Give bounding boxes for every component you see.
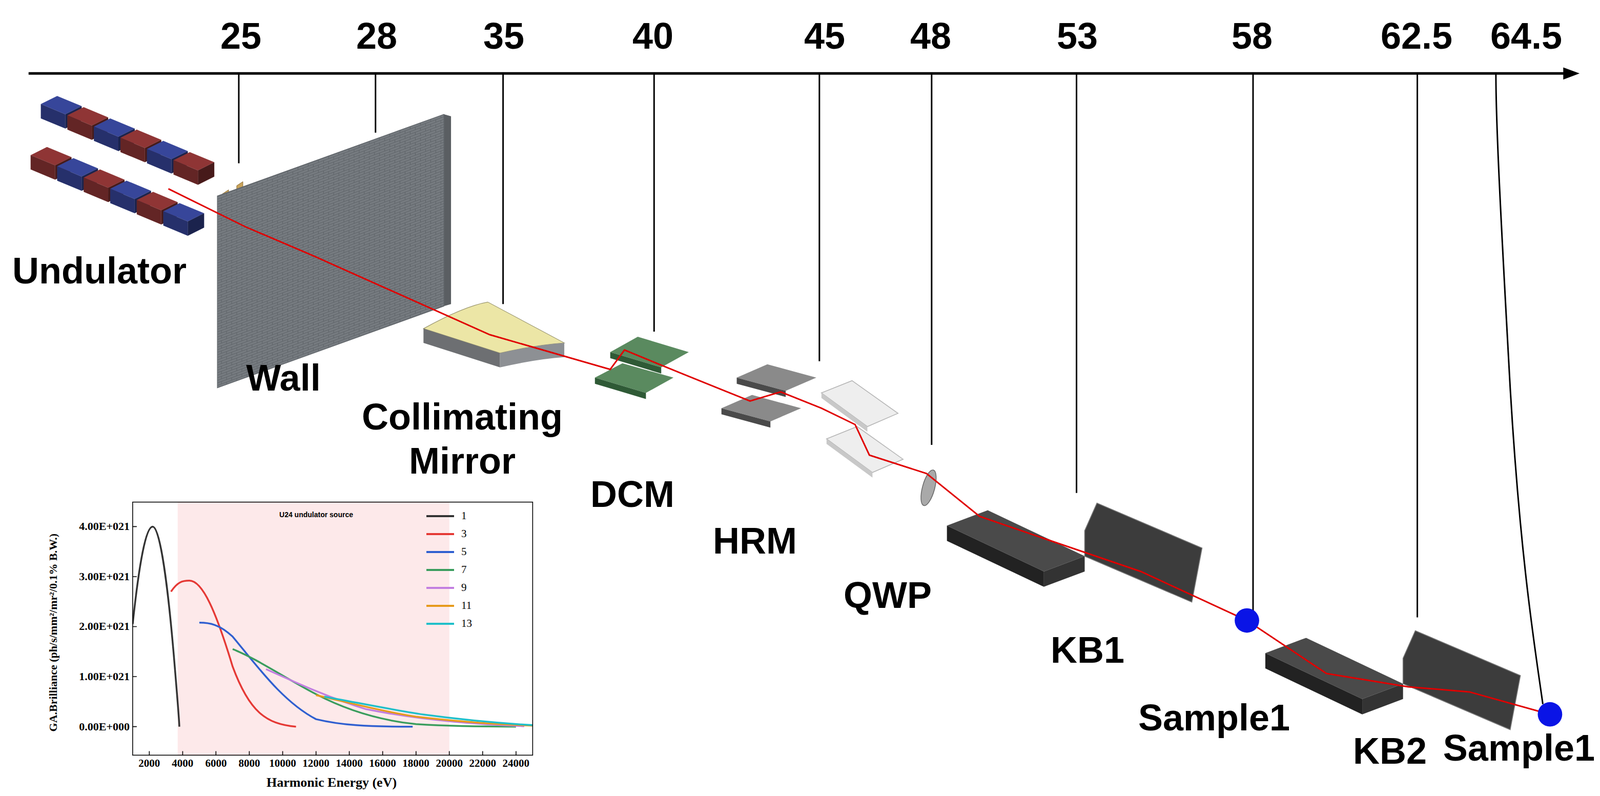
axis-tick-label: 0.00E+000	[78, 720, 130, 734]
legend-text: 13	[461, 617, 473, 630]
component-label: Wall	[245, 355, 321, 400]
legend-text: 9	[461, 581, 467, 594]
axis-tick-label: 2.00E+021	[78, 619, 130, 633]
axis-tick-label: 3.00E+021	[78, 569, 130, 584]
axis-position-number: 28	[356, 13, 398, 58]
legend-swatch	[426, 515, 455, 518]
component-label: QWP	[843, 572, 932, 618]
component-label: Sample1	[1138, 695, 1290, 740]
axis-tick-label: 2000	[138, 756, 160, 770]
axis-tick-label: 16000	[368, 756, 397, 770]
axis-tick-label: 24000	[502, 756, 530, 770]
component-label: HRM	[712, 518, 797, 563]
axis-tick-label: 8000	[238, 756, 260, 770]
component-label: Collimating Mirror	[352, 394, 573, 484]
legend-swatch	[426, 568, 455, 571]
axis-tick-label: 18000	[402, 756, 430, 770]
axis-position-number: 25	[220, 13, 262, 58]
axis-position-number: 48	[910, 13, 952, 58]
axis-tick-label: 4000	[171, 756, 194, 770]
axis-tick-label: 1.00E+021	[78, 669, 130, 684]
legend-swatch	[426, 622, 455, 625]
axis-title: Harmonic Energy (eV)	[266, 774, 397, 791]
axis-position-number: 62.5	[1380, 13, 1453, 58]
legend-text: 1	[461, 509, 467, 523]
axis-position-number: 40	[632, 13, 674, 58]
axis-title: GA.Brilliance (ph/s/mm²/mr²/0.1% B.W.)	[46, 533, 60, 732]
legend-text: 5	[461, 545, 467, 559]
component-label: DCM	[590, 472, 675, 517]
component-label: KB2	[1352, 728, 1427, 773]
component-label: Undulator	[12, 248, 187, 293]
axis-position-number: 58	[1231, 13, 1273, 58]
axis-position-number: 45	[804, 13, 846, 58]
component-label: KB1	[1050, 627, 1125, 672]
axis-tick-label: 4.00E+021	[78, 519, 130, 533]
legend-swatch	[426, 532, 455, 536]
axis-tick-label: 10000	[269, 756, 297, 770]
axis-tick-label: 14000	[335, 756, 363, 770]
axis-tick-label: 22000	[468, 756, 497, 770]
axis-position-number: 35	[483, 13, 525, 58]
legend-text: 11	[461, 599, 472, 612]
component-label: Sample1	[1443, 725, 1595, 770]
axis-tick-label: 20000	[435, 756, 463, 770]
legend-swatch	[426, 586, 455, 589]
axis-tick-label: 12000	[302, 756, 330, 770]
axis-tick-label: 6000	[204, 756, 227, 770]
legend-swatch	[426, 550, 455, 553]
legend-swatch	[426, 604, 455, 607]
legend-text: 3	[461, 527, 467, 541]
axis-position-number: 53	[1056, 13, 1098, 58]
axis-position-number: 64.5	[1490, 13, 1563, 58]
chart-title: U24 undulator source	[279, 510, 354, 520]
legend-text: 7	[461, 563, 467, 577]
